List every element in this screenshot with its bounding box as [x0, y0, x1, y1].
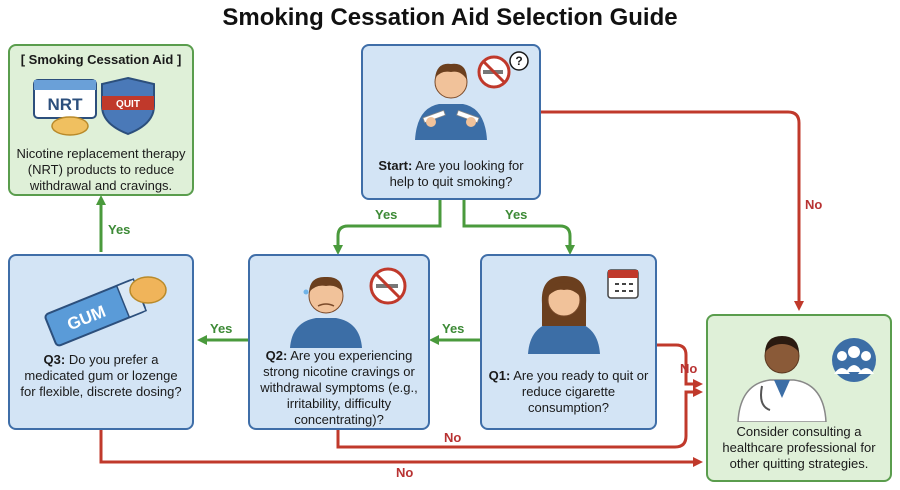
page-title: Smoking Cessation Aid Selection Guide [222, 4, 678, 31]
q1-question: Q1: Are you ready to quit or reduce ciga… [488, 368, 649, 416]
start-prefix: Start: [378, 158, 413, 173]
nrt-products-icon: NRT QUIT [33, 76, 155, 136]
stressed-man-icon [290, 267, 407, 348]
q3-node: GUM Q3: Do you prefer a medicated gum or… [8, 254, 194, 430]
q1-text: Are you ready to quit or reduce cigarett… [513, 368, 649, 415]
calendar-icon [607, 269, 639, 299]
q3-prefix: Q3: [43, 352, 66, 367]
q2-question: Q2: Are you experiencing strong nicotine… [256, 348, 422, 428]
arrow-start-to-q1 [462, 200, 575, 255]
gum-pack-icon: GUM [44, 276, 167, 347]
edge-label-start-yes-right: Yes [505, 207, 528, 222]
edge-label-q1-yes: Yes [442, 321, 465, 336]
edge-label-start-yes-left: Yes [375, 207, 398, 222]
q2-text: Are you experiencing strong nicotine cra… [260, 348, 418, 427]
edge-label-q2-no: No [444, 430, 462, 445]
arrow-q2-to-consult [336, 387, 703, 449]
no-smoking-question-icon [477, 55, 511, 89]
edge-label-q2-yes: Yes [210, 321, 233, 336]
edge-label-q3-no: No [396, 465, 414, 480]
quit-label: QUIT [116, 99, 140, 110]
svg-text:?: ? [515, 54, 522, 68]
arrow-q1-to-consult [657, 343, 703, 389]
arrow-start-to-q2 [333, 200, 442, 255]
nrt-description: Nicotine replacement therapy (NRT) produ… [16, 146, 186, 193]
q2-node: Q2: Are you experiencing strong nicotine… [248, 254, 430, 430]
edge-label-q3-yes: Yes [108, 222, 131, 237]
no-smoking-icon [369, 267, 407, 305]
woman-icon [528, 269, 639, 354]
doctor-icon [737, 336, 876, 422]
q3-text: Do you prefer a medicated gum or lozenge… [20, 352, 182, 399]
nrt-box-header: [ Smoking Cessation Aid ] [20, 52, 182, 67]
q1-prefix: Q1: [488, 368, 511, 383]
start-node: ? Start: Are you looking for help to qui… [361, 44, 541, 200]
person-holding-broken-cigarette-icon [415, 55, 511, 140]
edge-label-start-no: No [805, 197, 823, 212]
q1-node: Q1: Are you ready to quit or reduce ciga… [480, 254, 657, 430]
lozenge-icon [129, 276, 167, 304]
start-question: Start: Are you looking for help to quit … [369, 158, 533, 190]
nrt-label: NRT [48, 95, 84, 114]
nrt-result-box: [ Smoking Cessation Aid ] NRT QUIT Nicot… [8, 44, 194, 196]
q2-prefix: Q2: [265, 348, 288, 363]
consult-description: Consider consulting a healthcare profess… [722, 424, 876, 471]
arrow-q3-to-consult [99, 430, 703, 467]
q3-question: Q3: Do you prefer a medicated gum or loz… [16, 352, 186, 400]
arrow-start-to-consult [541, 110, 804, 311]
edge-label-q1-no: No [680, 361, 698, 376]
start-text: Are you looking for help to quit smoking… [389, 158, 524, 189]
support-group-icon [832, 338, 876, 382]
question-mark-icon: ? [509, 51, 529, 71]
consult-result-box: Consider consulting a healthcare profess… [706, 314, 892, 482]
